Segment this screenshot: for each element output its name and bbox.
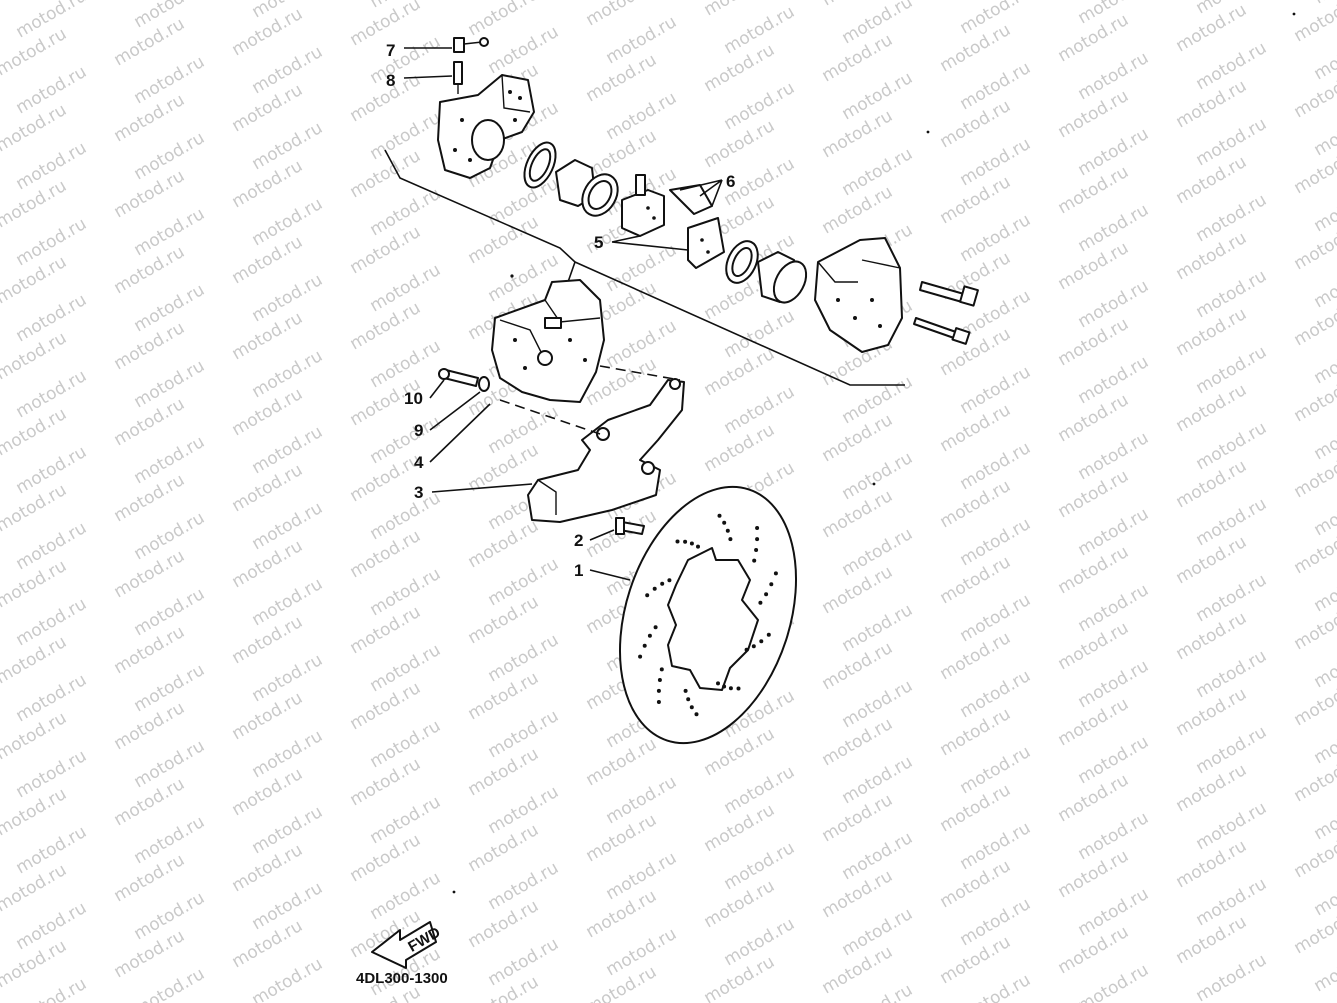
- disc-drill-hole: [766, 632, 771, 637]
- brake-pads: [621, 174, 725, 269]
- disc-drill-hole: [686, 697, 691, 702]
- callout-3: 3: [414, 483, 423, 502]
- callout-10: 10: [404, 389, 423, 408]
- piston-seal-set-2: [725, 240, 808, 304]
- assembly-dashed-lines: [499, 365, 681, 435]
- piston-seal-set: [523, 141, 619, 217]
- disc-drill-hole: [694, 712, 699, 717]
- disc-drill-hole: [744, 647, 749, 652]
- watermark-text: motod.ru: [1193, 950, 1271, 1003]
- disc-drill-hole: [758, 600, 763, 605]
- disc-drill-hole: [660, 581, 665, 586]
- disc-drill-holes: [638, 513, 778, 717]
- brake-disc: [618, 485, 798, 745]
- disc-drill-hole: [656, 700, 661, 704]
- disc-drill-hole: [656, 688, 661, 693]
- exploded-frame: [384, 149, 905, 386]
- disc-drill-hole: [773, 571, 778, 576]
- disc-drill-hole: [683, 688, 688, 693]
- disc-bolt: [615, 517, 645, 535]
- disc-drill-hole: [667, 578, 672, 583]
- callout-6: 6: [726, 172, 735, 191]
- disc-drill-hole: [759, 639, 764, 644]
- watermark-text: motod.ru: [131, 964, 209, 1003]
- leader-lines: [403, 47, 723, 581]
- caliper-bracket: [527, 378, 685, 523]
- caliper-upper-half: [437, 74, 535, 179]
- bleed-screw: [453, 37, 489, 94]
- disc-drill-hole: [722, 520, 727, 525]
- caliper-lower-half: [814, 237, 903, 353]
- disc-drill-hole: [755, 526, 760, 530]
- disc-drill-hole: [657, 678, 662, 682]
- disc-drill-hole: [764, 592, 769, 597]
- callout-9: 9: [414, 421, 423, 440]
- disc-drill-hole: [751, 644, 756, 649]
- callout-5: 5: [594, 233, 603, 252]
- disc-drill-hole: [647, 633, 652, 638]
- watermark-text: motod.ru: [1311, 0, 1337, 8]
- disc-drill-hole: [728, 686, 733, 691]
- disc-drill-hole: [728, 537, 733, 542]
- watermark-text: motod.ru: [1075, 960, 1153, 1003]
- watermark-text: motod.ru: [1291, 0, 1337, 46]
- disc-drill-hole: [659, 667, 664, 672]
- disc-drill-hole: [716, 681, 720, 686]
- caliper-assembly: [491, 279, 605, 403]
- disc-drill-hole: [722, 684, 727, 689]
- watermark-text: motod.ru: [249, 954, 327, 1003]
- disc-drill-hole: [755, 537, 760, 542]
- disc-drill-hole: [689, 705, 694, 710]
- disc-drill-hole: [642, 643, 647, 648]
- disc-drill-hole: [717, 513, 722, 518]
- disc-drill-hole: [696, 544, 700, 549]
- disc-drill-hole: [689, 541, 694, 546]
- disc-drill-hole: [683, 539, 688, 544]
- disc-drill-hole: [725, 528, 730, 533]
- disc-drill-hole: [754, 548, 759, 552]
- disc-drill-hole: [645, 593, 650, 598]
- callout-7: 7: [386, 41, 395, 60]
- disc-drill-hole: [675, 539, 680, 544]
- callout-8: 8: [386, 71, 395, 90]
- callout-1: 1: [574, 561, 583, 580]
- disc-drill-hole: [652, 586, 657, 591]
- caliper-bolts: [913, 281, 979, 345]
- disc-drill-hole: [769, 582, 774, 587]
- mount-bolt: [438, 368, 490, 392]
- disc-drill-hole: [752, 558, 757, 563]
- scan-specks: [452, 12, 1296, 894]
- disc-drill-hole: [653, 625, 658, 630]
- callout-2: 2: [574, 531, 583, 550]
- callout-4: 4: [414, 453, 424, 472]
- disc-drill-hole: [736, 686, 741, 691]
- disc-drill-hole: [638, 654, 643, 659]
- diagram-code: 4DL300-1300: [356, 970, 448, 987]
